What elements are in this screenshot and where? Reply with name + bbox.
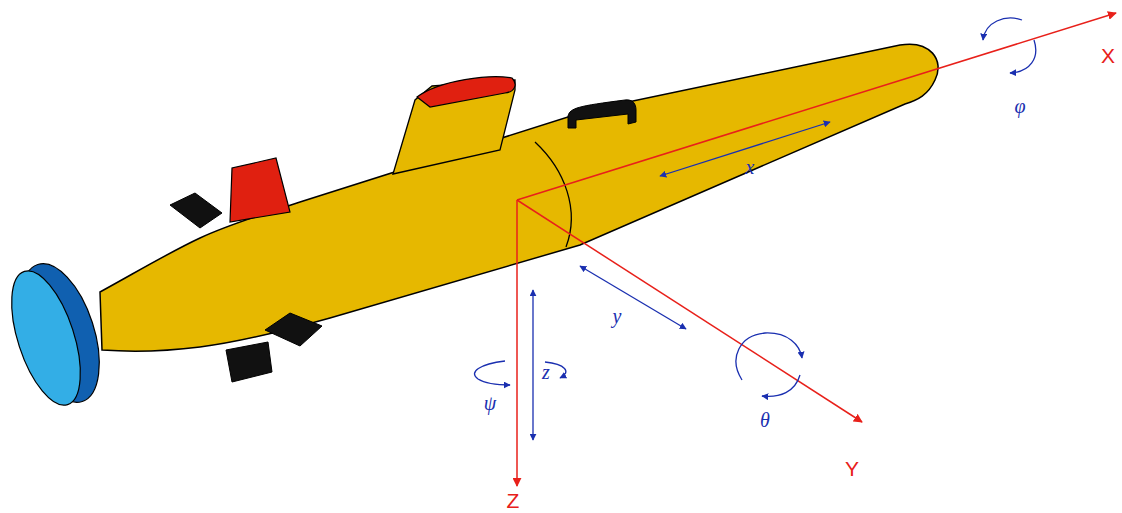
axis-label: X: [1101, 45, 1115, 66]
rotation-label: θ: [760, 410, 770, 430]
x-axis: [517, 13, 1116, 200]
fin: [226, 342, 272, 382]
roll-arrow: [983, 18, 1022, 40]
translation-label: y: [613, 306, 622, 326]
rotation-label: ψ: [484, 393, 496, 413]
surge-arrow: [660, 122, 830, 176]
fin: [265, 313, 322, 346]
tail-fin: [230, 158, 290, 222]
translation-label: z: [542, 362, 550, 382]
axis-label: Y: [845, 458, 859, 479]
hull: [100, 44, 938, 351]
sway-arrow: [580, 266, 686, 329]
roll-arrow: [1010, 40, 1036, 73]
pitch-arrow: [762, 375, 800, 396]
pitch-arrow: [736, 333, 802, 380]
propeller-face: [0, 263, 94, 413]
yaw-arrow: [474, 361, 510, 385]
z-axis: [516, 200, 518, 486]
rotation-label: φ: [1014, 96, 1025, 116]
sail-cap: [417, 77, 515, 107]
translation-label: x: [746, 157, 755, 177]
heave-arrow: [532, 290, 533, 440]
y-axis: [517, 200, 862, 422]
fin: [170, 193, 222, 228]
axis-label: Z: [507, 490, 520, 511]
handle: [568, 100, 636, 128]
